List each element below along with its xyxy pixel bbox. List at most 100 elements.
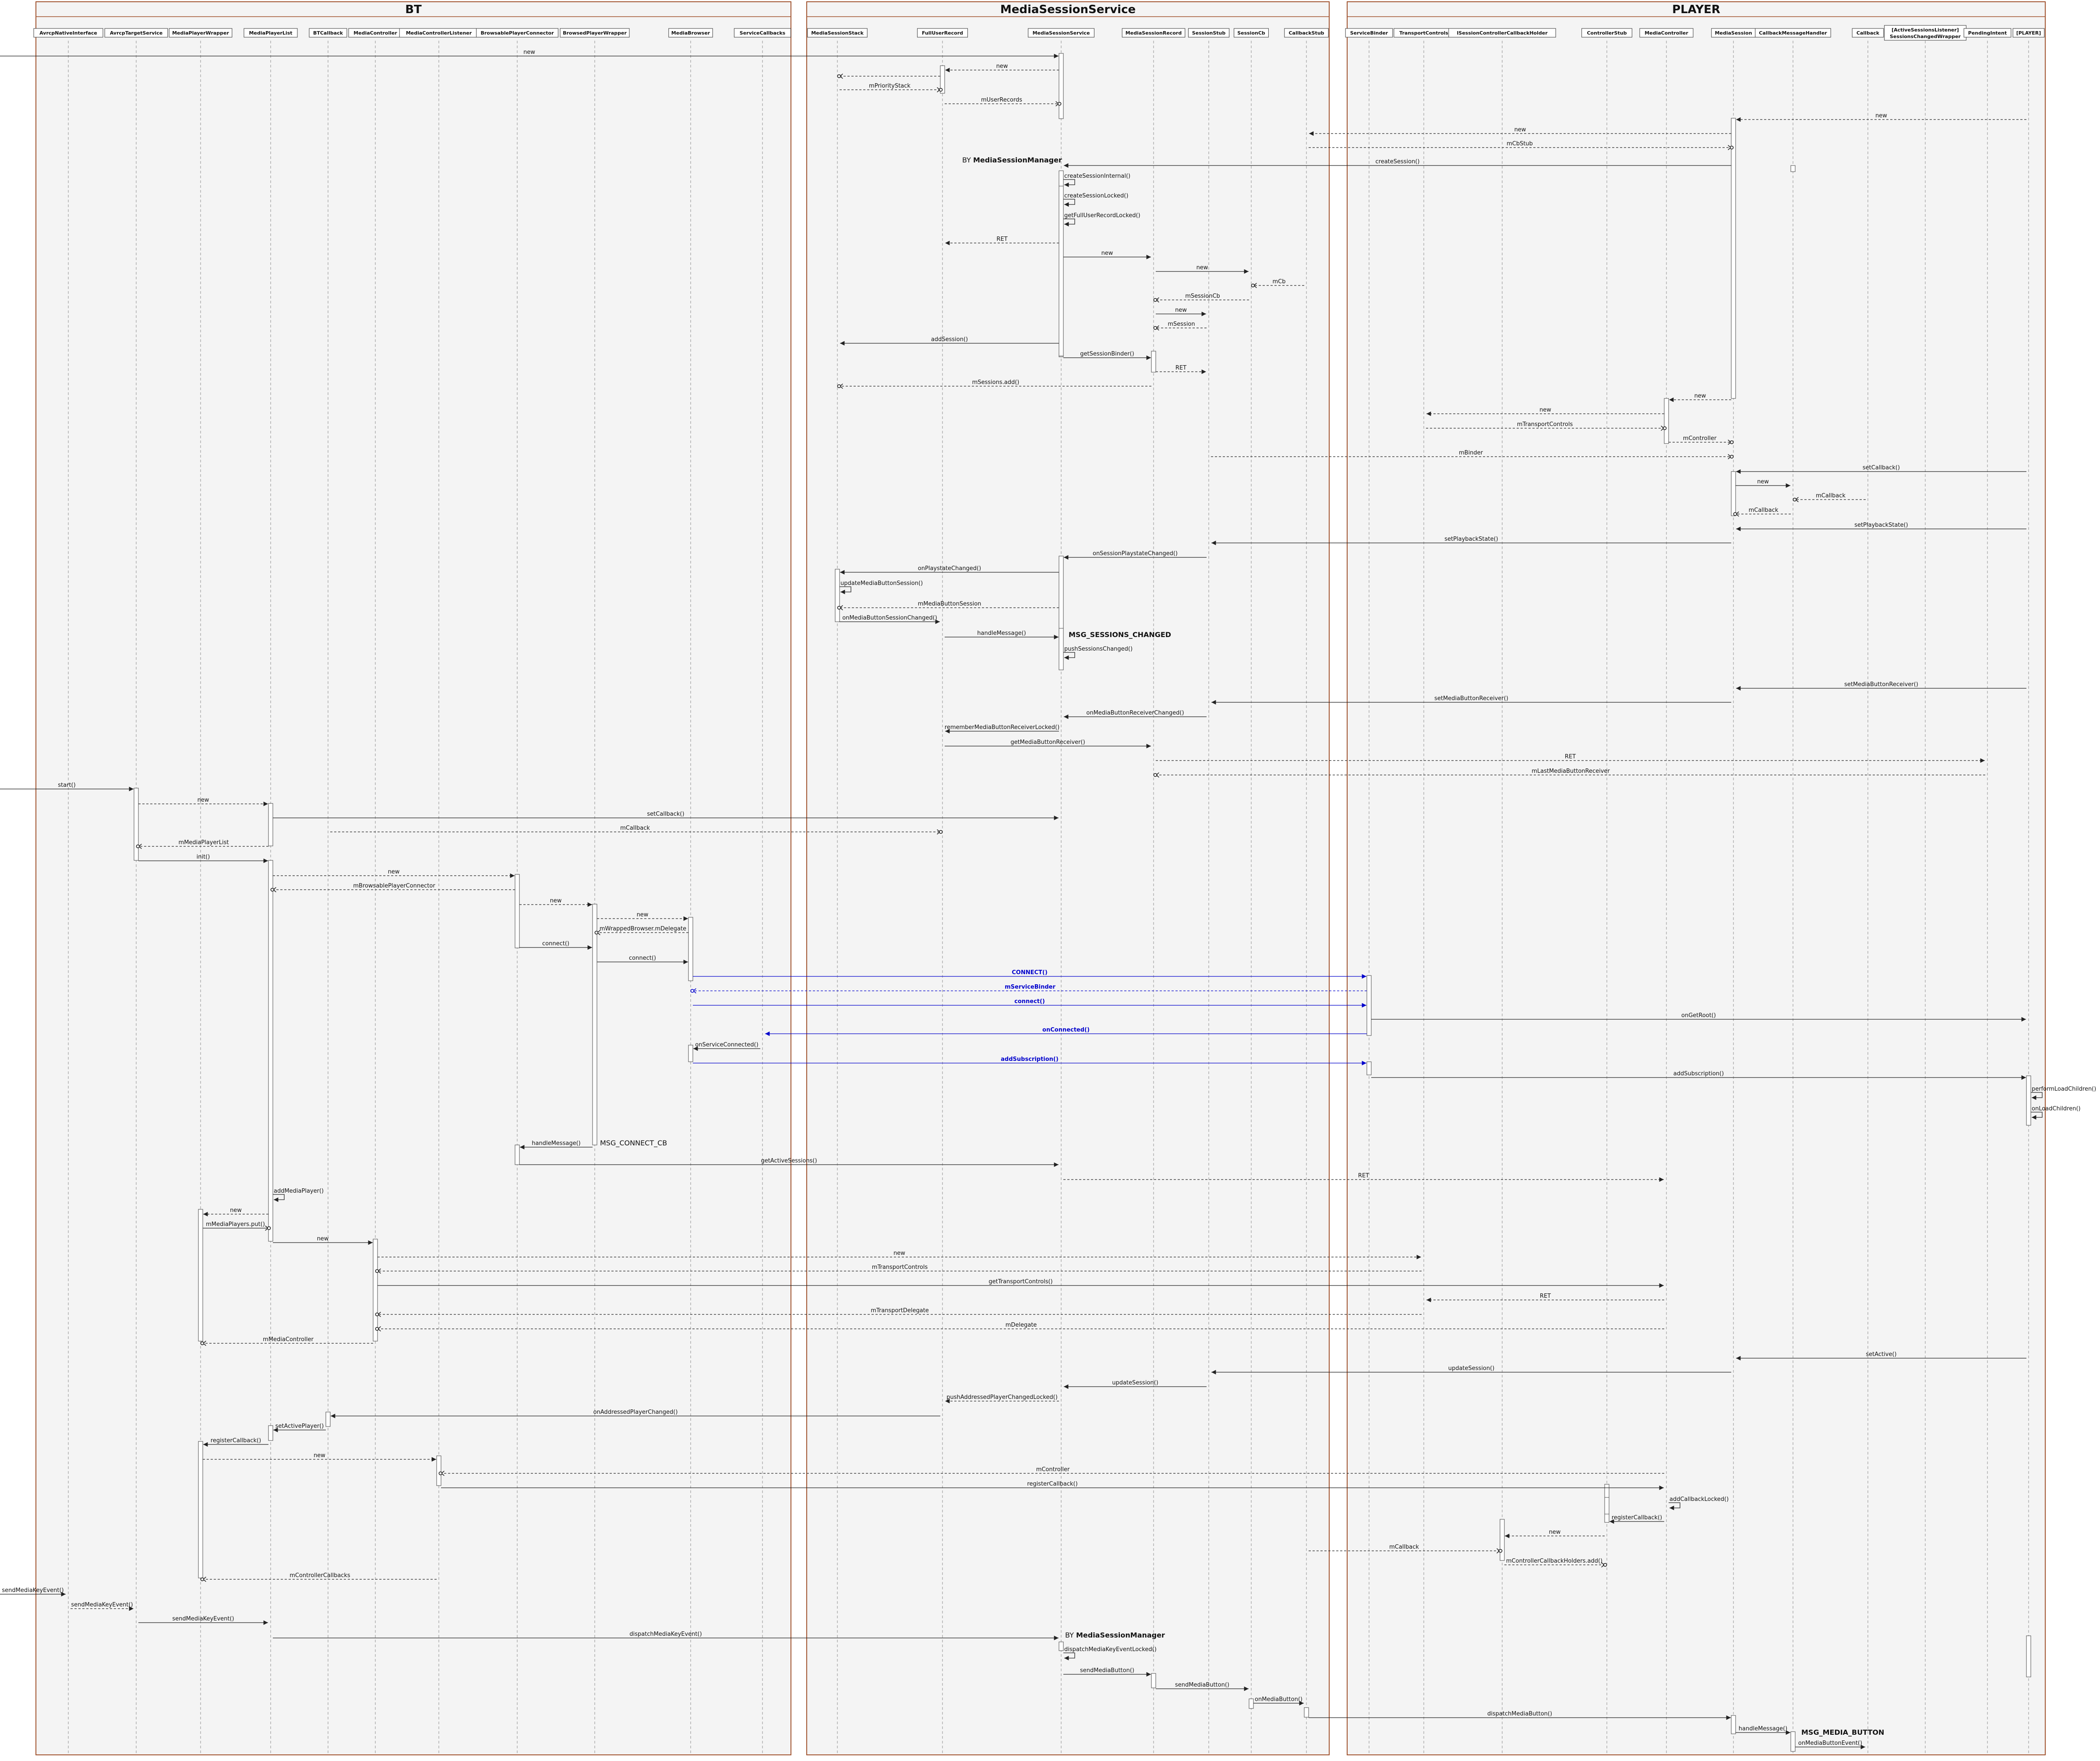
activation-bar bbox=[198, 1209, 203, 1342]
message-mtransportdelegate: mTransportDelegate bbox=[378, 1307, 1422, 1314]
note-text: MSG_SESSIONS_CHANGED bbox=[1069, 630, 1171, 639]
participant-label: ServiceCallbacks bbox=[740, 30, 786, 36]
message-getmediabuttonreceiver: getMediaButtonReceiver() bbox=[945, 739, 1151, 749]
self-message-arrow bbox=[1669, 1502, 1680, 1511]
activation-bar bbox=[688, 1045, 693, 1062]
message-label: mPriorityStack bbox=[869, 83, 911, 89]
note-text: MSG_MEDIA_BUTTON bbox=[1801, 1728, 1884, 1736]
message-new: new bbox=[1156, 307, 1206, 317]
message-label: addSession() bbox=[931, 336, 968, 343]
activation-bar bbox=[198, 1441, 203, 1578]
message-new: new bbox=[1426, 407, 1664, 416]
message-mcontroller: mController bbox=[1669, 435, 1731, 442]
participant-mediabrowser: MediaBrowser bbox=[668, 28, 713, 38]
message-label: handleMessage() bbox=[977, 630, 1026, 637]
message-label: new bbox=[1514, 127, 1526, 133]
message-label: onGetRoot() bbox=[1681, 1012, 1716, 1019]
participant-label: MediaSessionRecord bbox=[1126, 30, 1182, 36]
message-getfulluserrecordlocked: getFullUserRecordLocked() bbox=[1063, 212, 1140, 227]
message-label: onSessionPlaystateChanged() bbox=[1093, 550, 1178, 557]
participant-servicecallbacks: ServiceCallbacks bbox=[734, 28, 791, 38]
message-label: onMediaButtonReceiverChanged() bbox=[1086, 710, 1184, 716]
message-label: registerCallback() bbox=[1027, 1481, 1077, 1487]
message-label: performLoadChildren() bbox=[2032, 1086, 2096, 1092]
activation-bar bbox=[1304, 1707, 1309, 1718]
message-label: new bbox=[1875, 113, 1887, 119]
message-label: getSessionBinder() bbox=[1080, 351, 1134, 357]
message-label: new bbox=[523, 49, 535, 56]
message-label: mMediaPlayerList bbox=[179, 839, 229, 846]
message-addsession: addSession() bbox=[840, 336, 1059, 346]
message-ret: RET bbox=[945, 236, 1059, 246]
message-label: mCbStub bbox=[1507, 141, 1533, 147]
participant-label: Callback bbox=[1856, 30, 1880, 36]
note-prefix: BY bbox=[962, 156, 973, 164]
participant-label: FullUserRecord bbox=[922, 30, 963, 36]
message-onmediabuttonreceiverchanged: onMediaButtonReceiverChanged() bbox=[1064, 710, 1207, 719]
self-message-arrow bbox=[2031, 1092, 2043, 1100]
participant-transportcontrols: TransportControls bbox=[1394, 28, 1454, 38]
note-text: BY MediaSessionManager bbox=[1065, 1631, 1165, 1639]
message-updatemediabuttonsession: updateMediaButtonSession() bbox=[840, 580, 923, 595]
message-onmediabutton: onMediaButton() bbox=[1253, 1696, 1304, 1706]
activation-bar bbox=[268, 803, 273, 846]
activation-bar bbox=[1731, 1715, 1736, 1734]
message-label: mLastMediaButtonReceiver bbox=[1532, 768, 1610, 775]
message-mmediacontroller: mMediaController bbox=[203, 1336, 373, 1343]
activation-bar bbox=[2026, 1635, 2031, 1677]
message-label: new bbox=[1549, 1529, 1561, 1536]
message-label: mSessionCb bbox=[1185, 293, 1220, 299]
message-sendmediakeyevent: sendMediaKeyEvent() bbox=[71, 1602, 134, 1611]
message-registercallback: registerCallback() bbox=[203, 1437, 268, 1447]
message-label: getActiveSessions() bbox=[761, 1158, 817, 1164]
message-new: new bbox=[203, 1207, 268, 1217]
message-updatesession: updateSession() bbox=[1064, 1380, 1207, 1389]
message-connect: connect() bbox=[519, 940, 592, 950]
activation-bar bbox=[1790, 1731, 1796, 1752]
self-message-arrow bbox=[1063, 652, 1075, 660]
participant-callbackstub: CallbackStub bbox=[1284, 28, 1329, 38]
message-new: new bbox=[1505, 1529, 1605, 1539]
participant-label: TransportControls bbox=[1399, 30, 1448, 36]
participant-label: PendingIntent bbox=[1968, 30, 2007, 36]
note-msg-media-button: MSG_MEDIA_BUTTON bbox=[1801, 1728, 1884, 1736]
activation-bar bbox=[1790, 165, 1796, 172]
activation-bar bbox=[1059, 186, 1064, 356]
message-label: connect() bbox=[629, 955, 656, 962]
message-onloadchildren: onLoadChildren() bbox=[2031, 1106, 2081, 1120]
activation-bar bbox=[134, 788, 139, 861]
participant-browsableplayerconnector: BrowsablePlayerConnector bbox=[476, 28, 558, 38]
participant-label: MediaController bbox=[1645, 30, 1688, 36]
message-new: new bbox=[1156, 264, 1249, 274]
message-ret: RET bbox=[1156, 754, 1985, 763]
message-label: mTransportControls bbox=[1517, 421, 1573, 428]
message-label: addSubscription() bbox=[1001, 1056, 1059, 1063]
self-message-arrow bbox=[1063, 1652, 1075, 1661]
message-label: mUserRecords bbox=[981, 97, 1022, 103]
participant-mediasession: MediaSession bbox=[1711, 28, 1756, 38]
message-connect: connect() bbox=[693, 998, 1366, 1008]
note-msg-connect-cb: MSG_CONNECT_CB bbox=[600, 1139, 667, 1148]
message-label: onMediaButton() bbox=[1255, 1696, 1302, 1703]
message-label: new bbox=[388, 869, 400, 875]
message-setcallback: setCallback() bbox=[273, 811, 1059, 821]
message-label: start() bbox=[58, 782, 75, 789]
message-ret: RET bbox=[1426, 1293, 1664, 1303]
message-label: createSessionLocked() bbox=[1064, 193, 1128, 199]
message-label: RET bbox=[1565, 754, 1576, 760]
participant-label: MediaBrowser bbox=[671, 30, 710, 36]
participant-label: SessionsChangedWrapper bbox=[1890, 34, 1961, 39]
message-mcbstub: mCbStub bbox=[1309, 141, 1731, 148]
message-label: createSessionInternal() bbox=[1064, 173, 1130, 180]
message-label: dispatchMediaButton() bbox=[1487, 1711, 1552, 1717]
message-label: mCallback bbox=[1389, 1544, 1419, 1550]
activation-bar bbox=[1151, 1673, 1156, 1688]
message-label: pushAddressedPlayerChangedLocked() bbox=[946, 1394, 1058, 1401]
note-text: MSG_CONNECT_CB bbox=[600, 1139, 667, 1148]
message-label: new bbox=[314, 1452, 325, 1459]
activation-bar bbox=[515, 1145, 520, 1165]
participant-mediasessionrecord: MediaSessionRecord bbox=[1122, 28, 1186, 38]
participant-callback: Callback bbox=[1852, 28, 1884, 38]
